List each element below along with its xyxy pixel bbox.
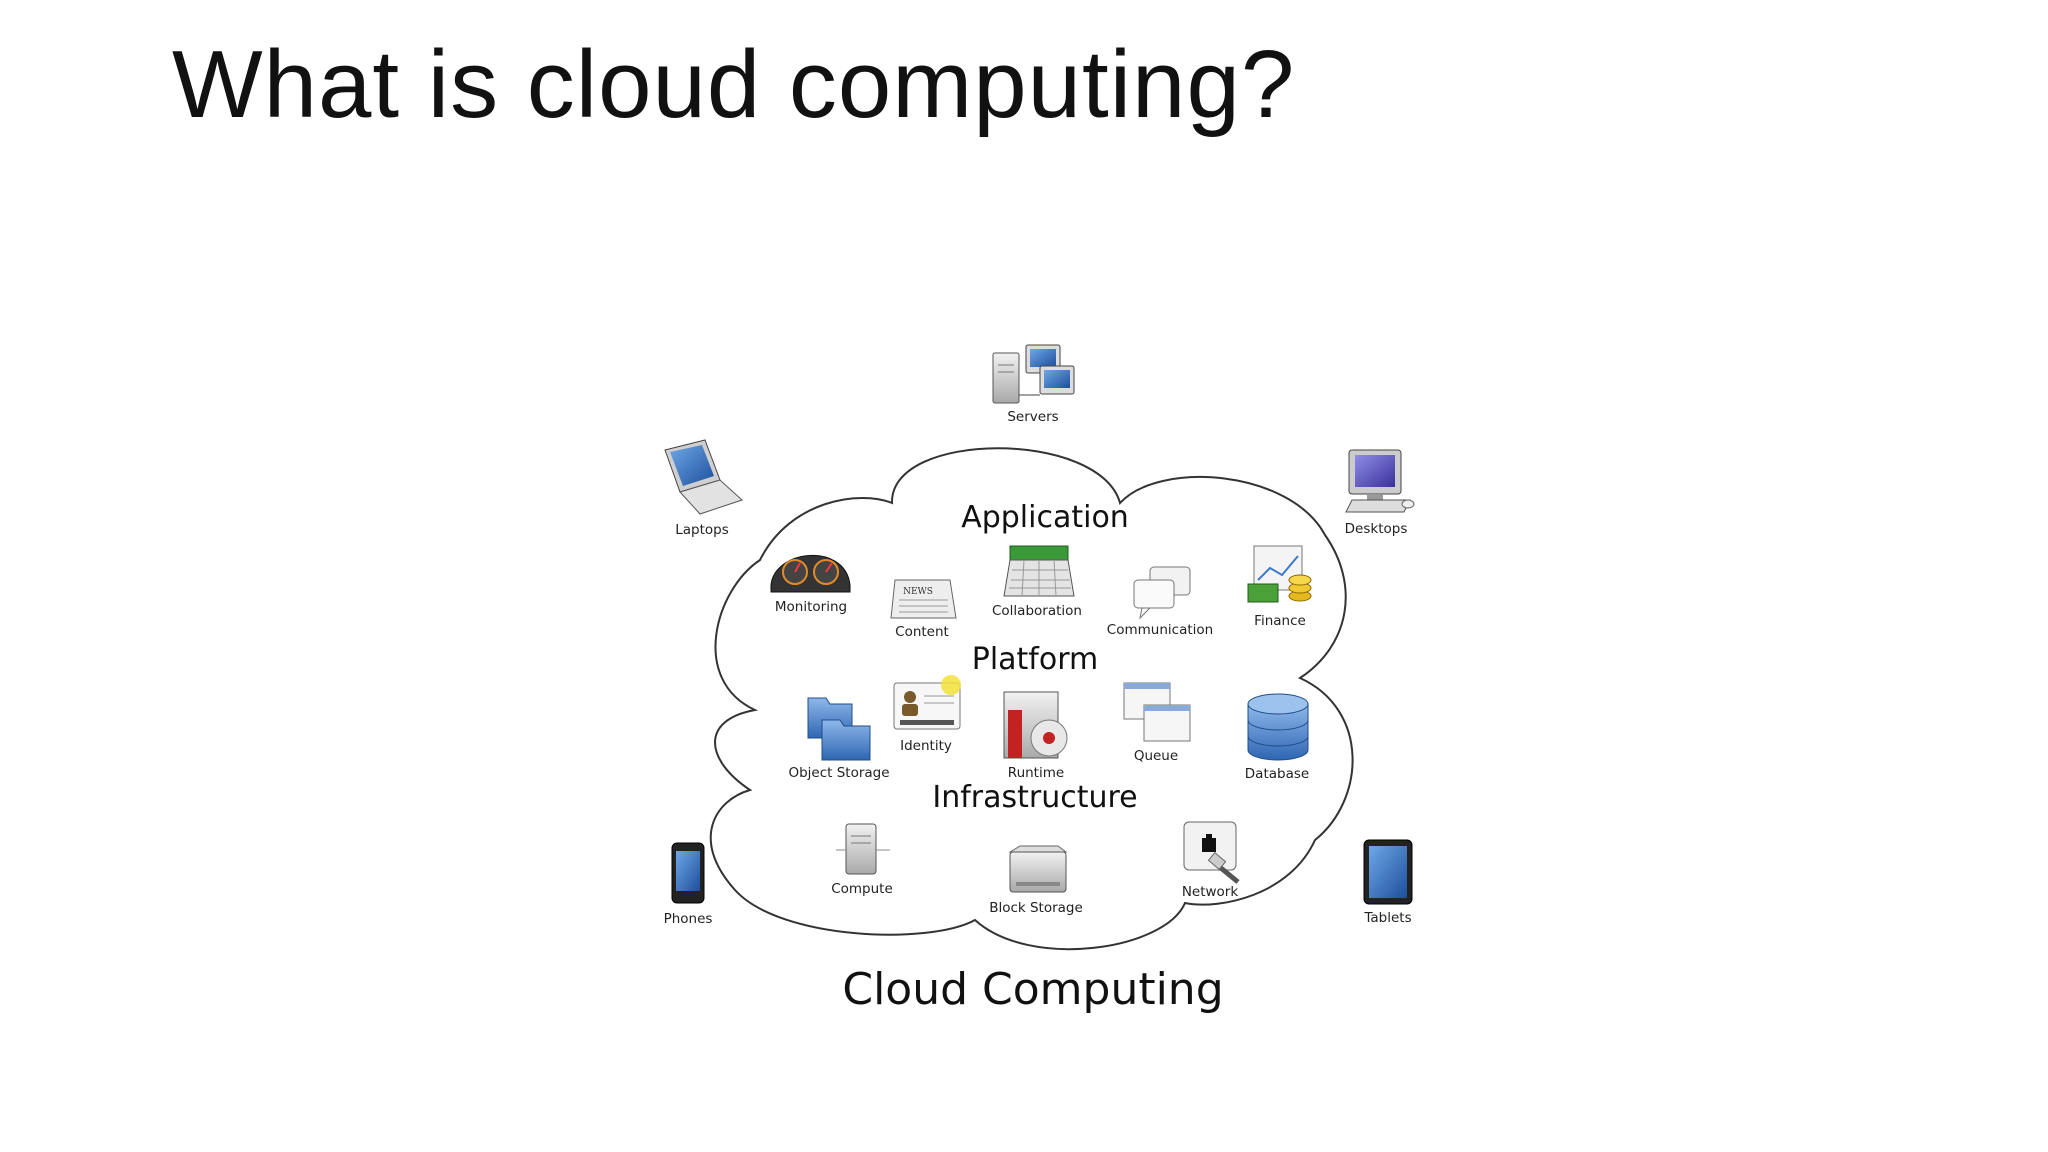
label-content: Content <box>895 624 949 640</box>
label-network: Network <box>1182 884 1239 900</box>
block-storage-icon <box>1008 845 1068 893</box>
network-icon <box>1183 821 1240 884</box>
content-icon: NEWS <box>890 579 957 619</box>
label-communication: Communication <box>1107 622 1213 638</box>
label-finance: Finance <box>1254 613 1306 629</box>
label-compute: Compute <box>831 881 893 897</box>
desktop-icon <box>1345 449 1415 513</box>
label-desktops: Desktops <box>1345 521 1408 537</box>
label-runtime: Runtime <box>1008 765 1064 781</box>
label-identity: Identity <box>900 738 952 754</box>
label-block-storage: Block Storage <box>989 900 1083 916</box>
collaboration-icon <box>1003 545 1075 597</box>
phone-icon <box>671 842 705 904</box>
diagram-caption: Cloud Computing <box>842 964 1223 1015</box>
laptop-icon <box>664 439 743 515</box>
label-tablets: Tablets <box>1363 910 1411 926</box>
label-phones: Phones <box>664 911 713 927</box>
label-collaboration: Collaboration <box>992 603 1082 619</box>
tablet-icon <box>1363 839 1413 905</box>
object-storage-icon <box>807 697 871 761</box>
servers-icon <box>992 344 1075 404</box>
database-icon <box>1247 693 1309 761</box>
section-application: Application <box>961 500 1129 535</box>
label-monitoring: Monitoring <box>775 599 847 615</box>
label-queue: Queue <box>1134 748 1178 764</box>
cloud-shape <box>709 447 1354 951</box>
queue-icon <box>1123 682 1191 742</box>
compute-icon <box>836 823 890 875</box>
label-laptops: Laptops <box>675 522 729 538</box>
label-servers: Servers <box>1007 409 1058 425</box>
runtime-icon <box>1003 691 1068 759</box>
monitoring-icon <box>770 554 851 593</box>
label-database: Database <box>1245 766 1309 782</box>
content-icon-text: NEWS <box>903 587 933 597</box>
identity-icon <box>893 675 961 730</box>
finance-icon <box>1247 545 1312 603</box>
section-platform: Platform <box>972 642 1099 677</box>
label-object-storage: Object Storage <box>788 765 889 781</box>
section-infrastructure: Infrastructure <box>932 780 1137 815</box>
slide-title: What is cloud computing? <box>172 31 1296 138</box>
communication-icon <box>1133 566 1191 620</box>
